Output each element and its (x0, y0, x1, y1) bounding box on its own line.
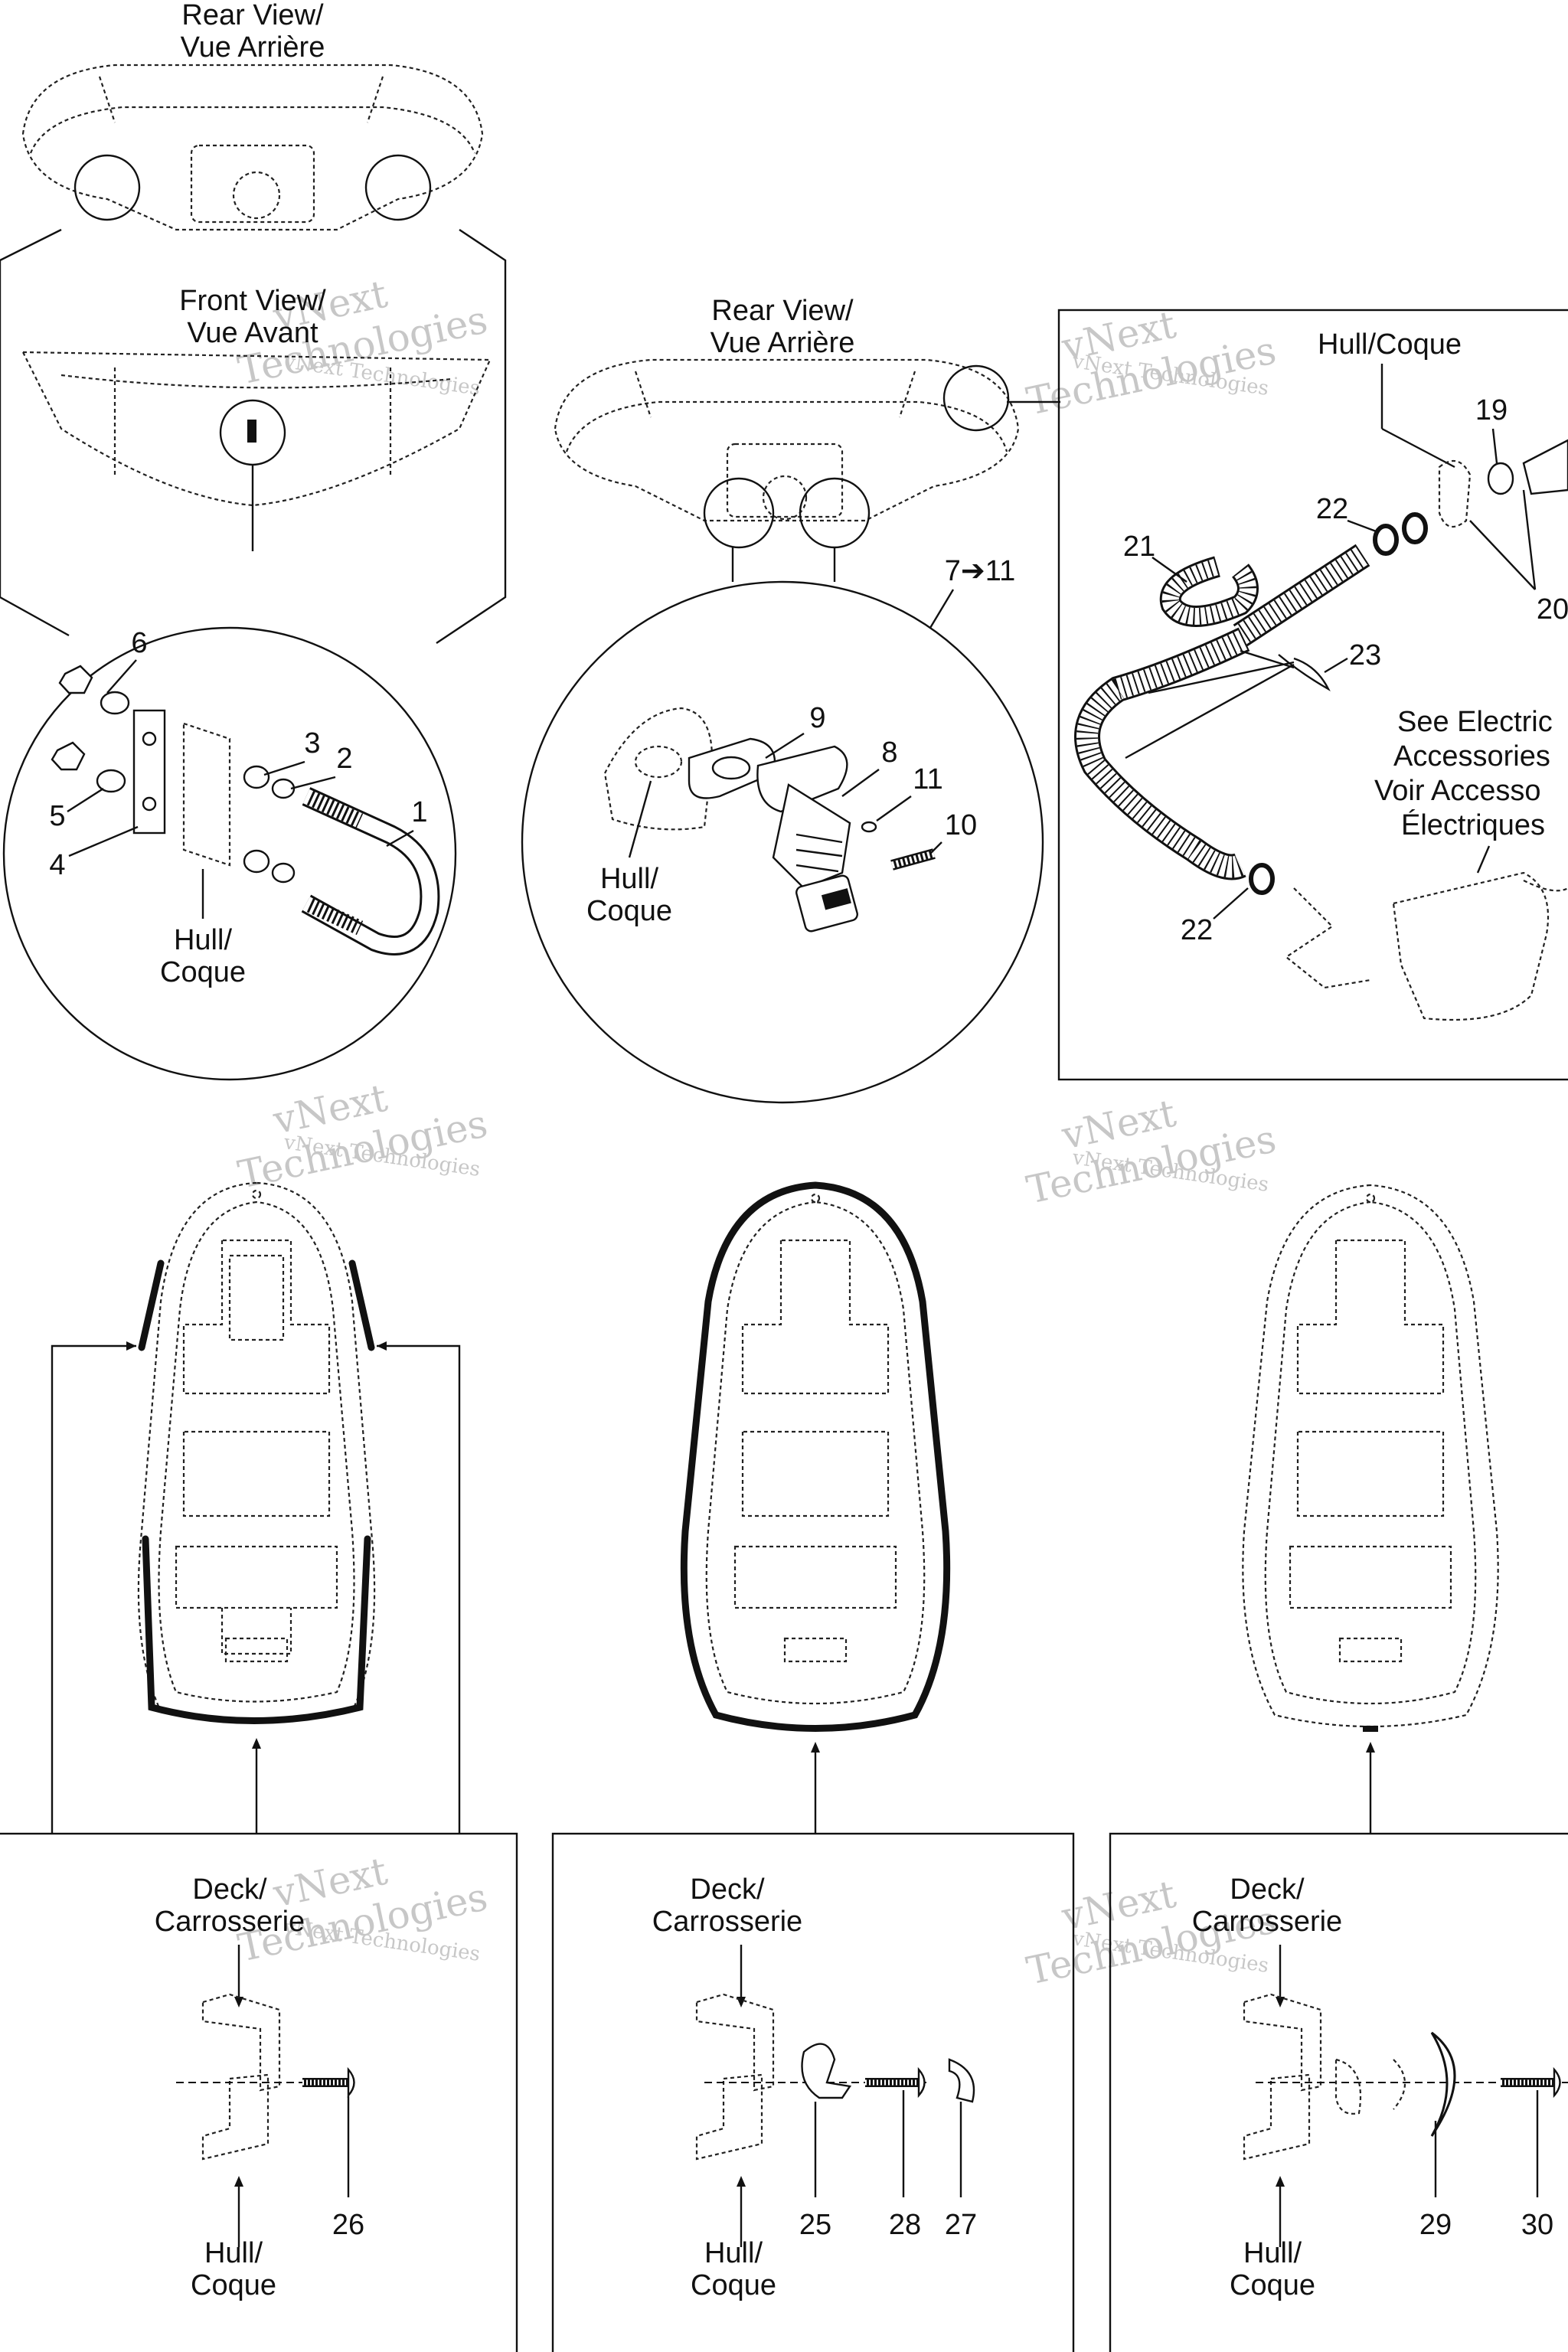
svg-text:8: 8 (881, 737, 897, 769)
svg-text:7➔11: 7➔11 (945, 555, 1015, 587)
svg-text:21: 21 (1123, 531, 1155, 563)
svg-text:Hull/: Hull/ (1243, 2237, 1302, 2269)
svg-text:Deck/: Deck/ (1230, 1873, 1305, 1906)
svg-text:26: 26 (332, 2209, 364, 2241)
svg-text:Électriques: Électriques (1401, 808, 1545, 841)
u-bolt-detail-circle (2, 626, 457, 1081)
svg-text:4: 4 (49, 849, 65, 881)
svg-text:27: 27 (945, 2209, 977, 2241)
svg-text:Voir Accesso: Voir Accesso (1374, 775, 1541, 807)
hull-coque-label: Hull/Coque (1318, 328, 1462, 469)
hull-label-a: Hull/ Coque (160, 869, 246, 988)
hull-top-view-right (1242, 1184, 1499, 1834)
drain-plug-callouts: 9 8 11 10 (765, 702, 977, 854)
svg-text:10: 10 (945, 809, 977, 841)
svg-text:3: 3 (304, 727, 320, 760)
svg-text:Hull/Coque: Hull/Coque (1318, 328, 1462, 361)
front-view-bow (21, 351, 492, 551)
svg-text:Deck/: Deck/ (192, 1873, 267, 1906)
deck-label-right: Deck/ Carrosserie (1192, 1873, 1342, 2007)
hull-top-view-left (137, 1181, 376, 1724)
svg-text:9: 9 (809, 702, 825, 734)
u-bolt-callouts: 6 5 4 3 2 1 (49, 627, 427, 881)
svg-text:19: 19 (1475, 394, 1508, 426)
see-electric-note: See Electric Accessories Voir Accesso Él… (1374, 706, 1553, 841)
section-box-right (1109, 1832, 1568, 2352)
svg-text:Vue Arrière: Vue Arrière (181, 31, 325, 64)
hull-label-left: Hull/ Coque (191, 2176, 276, 2301)
svg-text:Rear View/: Rear View/ (181, 0, 324, 31)
svg-text:Carrosserie: Carrosserie (1192, 1906, 1342, 1938)
svg-text:Front View/: Front View/ (179, 285, 326, 317)
svg-text:Vue Avant: Vue Avant (187, 317, 318, 349)
joint-section-right (1243, 1993, 1568, 2197)
svg-text:Accessories: Accessories (1393, 740, 1550, 773)
rear-view-middle-title: Rear View/ Vue Arrière (710, 295, 855, 359)
svg-text:Coque: Coque (586, 895, 672, 927)
svg-text:6: 6 (131, 627, 147, 659)
svg-text:Coque: Coque (1230, 2269, 1315, 2301)
drain-plug-range: 7➔11 (929, 555, 1015, 629)
svg-text:5: 5 (49, 800, 65, 832)
front-view-title: Front View/ Vue Avant (179, 285, 326, 349)
hull-top-view-center (680, 1181, 951, 1834)
svg-text:Carrosserie: Carrosserie (652, 1906, 802, 1938)
section-box-left (0, 1832, 518, 2352)
drain-plug-detail-circle (521, 580, 1044, 1104)
rear-view-left-hull (21, 64, 484, 231)
u-bolt-assembly (51, 665, 440, 956)
svg-text:Hull/: Hull/ (704, 2237, 763, 2269)
svg-text:Coque: Coque (160, 956, 246, 988)
drain-plug-assembly (603, 707, 936, 933)
svg-text:28: 28 (889, 2209, 921, 2241)
joint-section-center (695, 1993, 975, 2197)
svg-text:Deck/: Deck/ (690, 1873, 765, 1906)
callout-26: 26 (332, 2209, 364, 2241)
svg-text:Coque: Coque (691, 2269, 776, 2301)
bilge-callouts: 19 22 20 21 23 22 (1123, 394, 1568, 946)
svg-text:20: 20 (1537, 593, 1568, 626)
svg-text:30: 30 (1521, 2209, 1553, 2241)
right-callouts: 29 30 (1419, 2209, 1553, 2241)
hull-label-center: Hull/ Coque (691, 2176, 776, 2301)
svg-text:11: 11 (913, 763, 942, 795)
svg-text:1: 1 (411, 796, 427, 828)
front-view-enlargement-outline (0, 228, 507, 644)
bilge-detail-box (1057, 309, 1568, 1081)
rear-view-middle-hull (554, 358, 1020, 582)
hull-label-b: Hull/ Coque (586, 780, 672, 927)
svg-text:Coque: Coque (191, 2269, 276, 2301)
hull-top-view-left-arrows (51, 1341, 461, 1834)
section-box-center (551, 1832, 1075, 2352)
svg-text:Hull/: Hull/ (600, 863, 658, 895)
bilge-assembly (1074, 439, 1568, 1021)
svg-text:22: 22 (1316, 493, 1348, 525)
hull-label-right: Hull/ Coque (1230, 2176, 1315, 2301)
svg-text:Vue Arrière: Vue Arrière (710, 327, 855, 359)
center-callouts: 25 28 27 (799, 2209, 977, 2241)
deck-label-left: Deck/ Carrosserie (155, 1873, 305, 2007)
deck-label-center: Deck/ Carrosserie (652, 1873, 802, 2007)
svg-text:Hull/: Hull/ (174, 924, 232, 956)
svg-text:22: 22 (1181, 914, 1213, 946)
joint-section-left (176, 1993, 355, 2197)
svg-text:See Electric: See Electric (1397, 706, 1553, 738)
svg-text:Carrosserie: Carrosserie (155, 1906, 305, 1938)
svg-text:25: 25 (799, 2209, 831, 2241)
svg-text:Hull/: Hull/ (204, 2237, 263, 2269)
svg-text:29: 29 (1419, 2209, 1452, 2241)
watermark-group: vNext Technologies vNext Technologies vN… (234, 272, 1280, 1994)
svg-text:2: 2 (336, 743, 352, 775)
svg-text:23: 23 (1349, 639, 1381, 671)
svg-text:Rear View/: Rear View/ (711, 295, 854, 327)
rear-view-left-title: Rear View/ Vue Arrière (181, 0, 325, 64)
